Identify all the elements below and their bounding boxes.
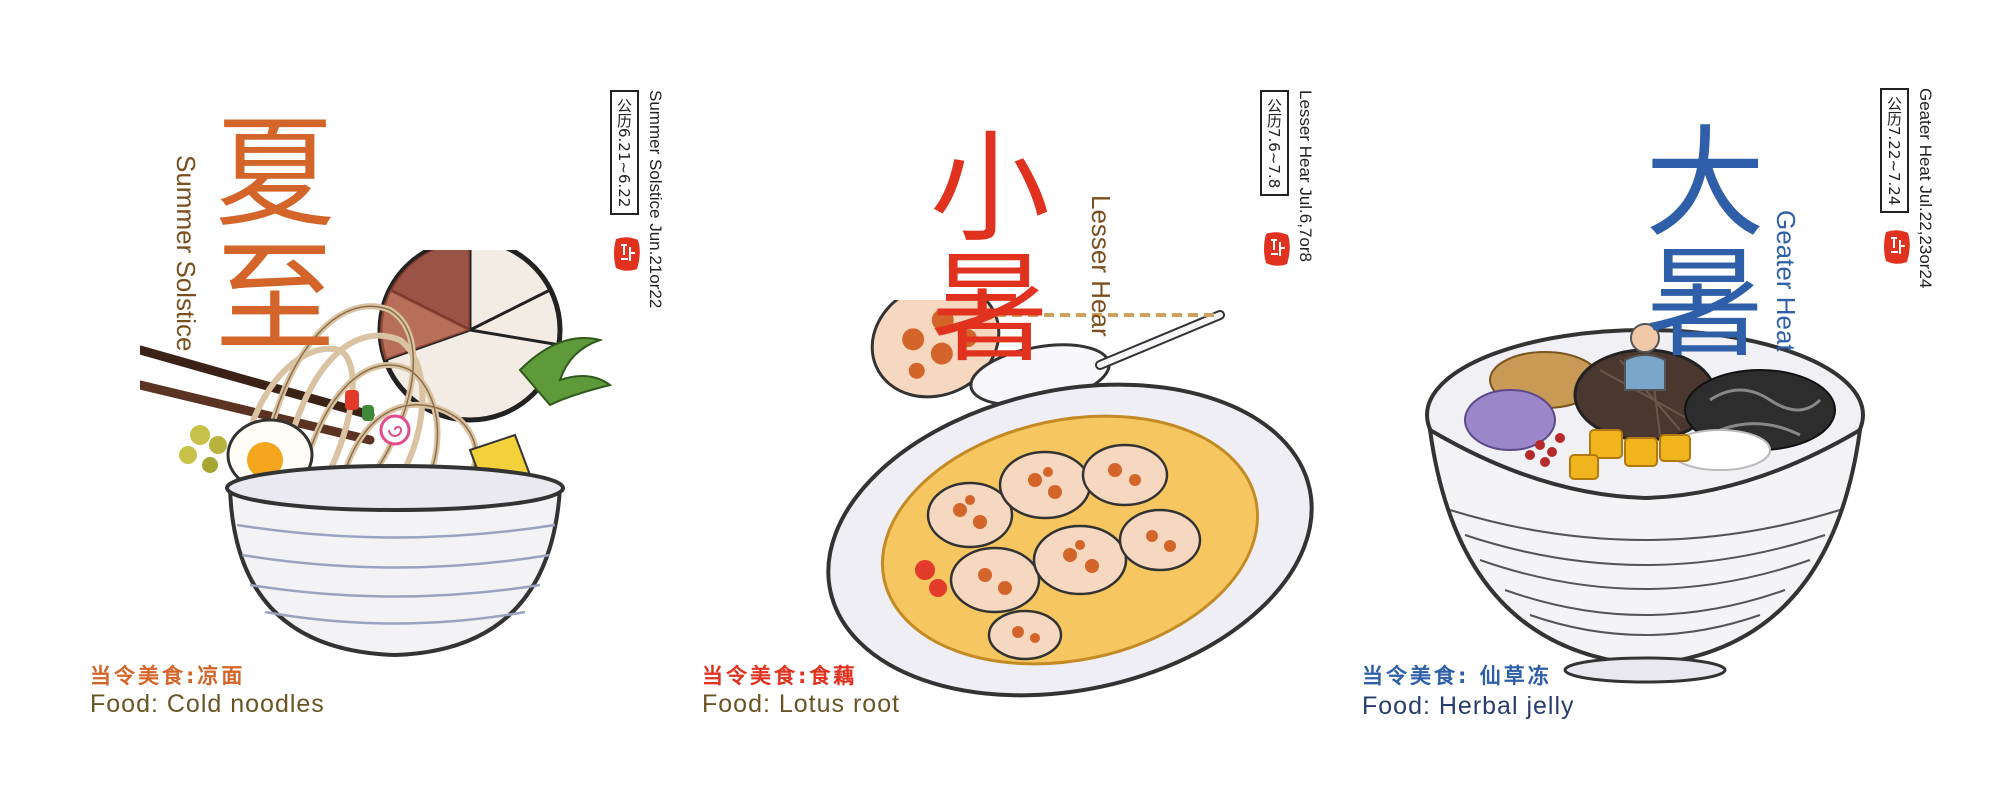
panel-lesser-heat: 小 暑 Lesser Hear 公历7.6~7.8 Lesser Hear Ju… <box>690 0 1330 800</box>
panel-summer-solstice: 夏 至 Summer Solstice 公历6.21~6.22 Summer S… <box>80 0 720 800</box>
solar-term-char-1: 小 <box>930 120 1050 259</box>
solar-term-char-2: 至 <box>215 230 335 369</box>
seal-stamp-icon <box>614 237 640 271</box>
solar-term-english-vertical: Geater Heat <box>1771 210 1801 352</box>
solar-term-char-1: 夏 <box>215 105 335 244</box>
seasonal-food-english: Food: Cold noodles <box>90 690 325 718</box>
seasonal-food-english: Food: Lotus root <box>702 690 901 718</box>
english-date-vertical: Geater Heat Jul.22,23or24 <box>1916 88 1935 289</box>
solar-term-english-vertical: Lesser Hear <box>1086 195 1116 337</box>
lunar-date-box: 公历6.21~6.22 <box>610 90 639 216</box>
solar-term-char-2: 暑 <box>930 240 1050 379</box>
panel-greater-heat: 大 暑 Geater Heat 公历7.22~7.24 Geater Heat … <box>1330 0 1970 800</box>
seasonal-food-chinese: 当令美食:凉面 <box>90 664 246 688</box>
solar-term-char-2: 暑 <box>1645 235 1765 374</box>
solar-term-english-vertical: Summer Solstice <box>171 155 201 352</box>
seasonal-food-chinese: 当令美食:食藕 <box>702 664 858 688</box>
seasonal-food-chinese: 当令美食: 仙草冻 <box>1362 664 1552 688</box>
lunar-date-box: 公历7.6~7.8 <box>1260 90 1289 197</box>
lotus-root-plate-illustration <box>826 300 1314 698</box>
seasonal-food-english: Food: Herbal jelly <box>1362 692 1575 720</box>
solar-term-char-1: 大 <box>1645 115 1765 254</box>
seal-stamp-icon <box>1264 232 1290 266</box>
herbal-jelly-bowl-illustration <box>1425 323 1865 684</box>
lunar-date-box: 公历7.22~7.24 <box>1880 88 1909 214</box>
english-date-vertical: Summer Solstice Jun.21or22 <box>646 90 665 309</box>
english-date-vertical: Lesser Hear Jul.6,7or8 <box>1296 90 1315 262</box>
cold-noodle-bowl-illustration <box>140 250 613 658</box>
seal-stamp-icon <box>1884 230 1910 264</box>
